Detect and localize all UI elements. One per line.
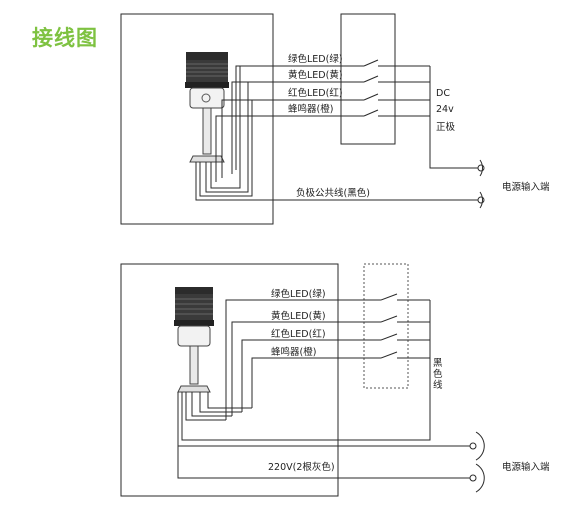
bottom-switch-box xyxy=(363,263,409,389)
top-label-common: 负极公共线(黑色) xyxy=(296,187,370,199)
bottom-label-black-wire: 黑色线 xyxy=(433,358,443,391)
top-label-power-input: 电源输入端 xyxy=(502,181,550,193)
top-switches xyxy=(363,59,379,117)
bottom-label-220v: 220V(2根灰色) xyxy=(268,461,335,473)
bottom-label-power-input: 电源输入端 xyxy=(502,461,550,473)
bottom-label-yellow: 黄色LED(黄) xyxy=(271,310,326,322)
bottom-label-green: 绿色LED(绿) xyxy=(271,288,326,300)
top-label-24v: 24v xyxy=(436,104,454,115)
bottom-diagram: 绿色LED(绿) 黄色LED(黄) 红色LED(红) 蜂鸣器(橙) 220V(2… xyxy=(120,263,550,497)
top-label-positive: 正极 xyxy=(436,121,456,133)
bottom-label-red: 红色LED(红) xyxy=(271,328,326,340)
top-label-yellow: 黄色LED(黄) xyxy=(288,69,343,81)
bottom-signal-tower-icon xyxy=(174,287,214,393)
top-label-dc: DC xyxy=(436,88,450,99)
bottom-power-terminals xyxy=(469,431,485,493)
bottom-switches xyxy=(380,293,398,359)
top-label-buzzer: 蜂鸣器(橙) xyxy=(288,103,333,115)
top-label-green: 绿色LED(绿) xyxy=(288,53,343,65)
bottom-label-buzzer: 蜂鸣器(橙) xyxy=(271,346,316,358)
top-signal-tower-icon xyxy=(185,52,229,163)
top-wires xyxy=(195,65,478,201)
bottom-panel-box xyxy=(120,263,339,497)
bottom-wires xyxy=(177,299,470,479)
top-power-terminals xyxy=(477,159,485,209)
page-title: 接线图 xyxy=(32,26,98,50)
top-diagram: 绿色LED(绿) 黄色LED(黄) 红色LED(红) 蜂鸣器(橙) 负极公共线(… xyxy=(120,13,550,225)
top-label-red: 红色LED(红) xyxy=(288,87,343,99)
top-panel-box xyxy=(120,13,274,225)
top-switch-box xyxy=(340,13,396,145)
